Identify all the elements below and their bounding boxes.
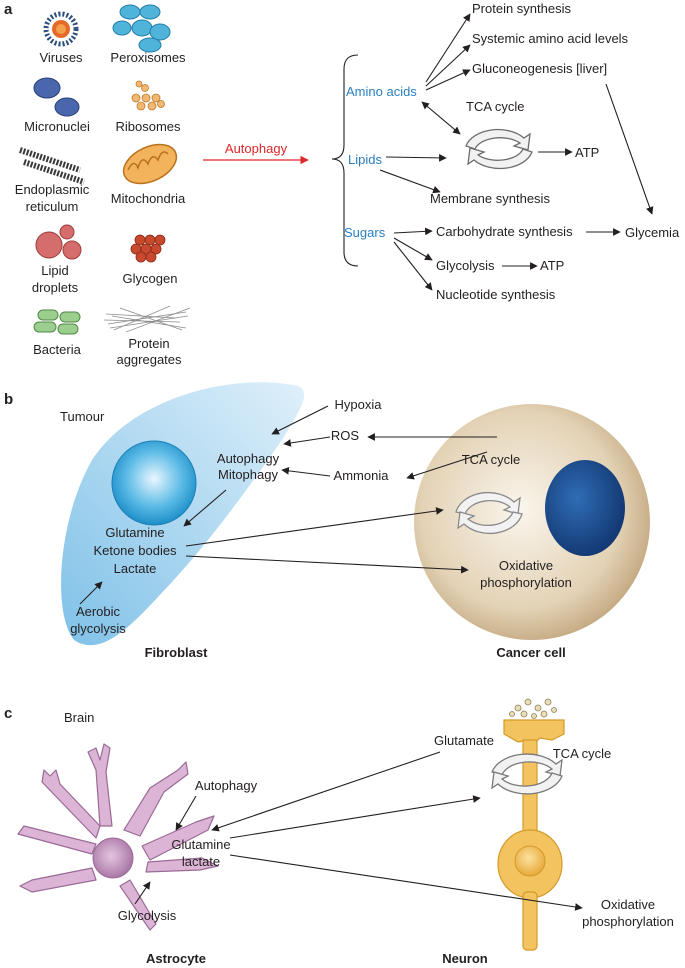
oxphos-label-c-2: phosphorylation (582, 914, 674, 929)
label-mitochondria: Mitochondria (111, 191, 186, 206)
panel-c-label: c (4, 705, 12, 722)
curly-brace (331, 54, 359, 267)
autophagy-label-b: Autophagy (217, 451, 280, 466)
label-viruses: Viruses (39, 50, 83, 65)
peroxisome-icon (112, 4, 171, 53)
glutamine-label-b: Glutamine (105, 525, 164, 540)
membrane-label: Membrane synthesis (430, 191, 550, 206)
protein-synthesis-label: Protein synthesis (472, 1, 571, 16)
label-protein-2: aggregates (116, 352, 182, 367)
label-glycogen: Glycogen (123, 271, 178, 286)
bacteria-icon (33, 309, 81, 335)
panel-a-label: a (4, 1, 13, 18)
ammonia-label: Ammonia (334, 468, 390, 483)
protein-aggregate-icon (103, 305, 191, 333)
micronuclei-icon (33, 77, 80, 117)
label-lipid-1: Lipid (41, 263, 68, 278)
fibroblast-nucleus (111, 440, 197, 526)
label-bacteria: Bacteria (33, 342, 81, 357)
oxphos-label-b-2: phosphorylation (480, 575, 572, 590)
panel-b-arrows (79, 405, 497, 605)
hypoxia-label: Hypoxia (335, 397, 383, 412)
astrocyte-nucleus (92, 837, 134, 879)
astrocyte-label: Astrocyte (146, 951, 206, 966)
label-ribosomes: Ribosomes (115, 119, 181, 134)
virus-icon (43, 11, 79, 47)
ribosome-icon (131, 80, 165, 111)
lactate-label-c: lactate (182, 854, 220, 869)
glycolysis-label-a: Glycolysis (436, 258, 495, 273)
brain-label: Brain (64, 710, 94, 725)
cancer-cell-label: Cancer cell (496, 645, 565, 660)
autophagy-label-c: Autophagy (195, 778, 258, 793)
astrocyte-shape (17, 743, 219, 931)
panel-b-label: b (4, 391, 13, 408)
glutamate-vesicles-icon (509, 698, 557, 719)
atp-label-1: ATP (575, 145, 599, 160)
oxphos-label-c-1: Oxidative (601, 897, 655, 912)
er-icon (19, 147, 85, 185)
panel-a-arrows (379, 13, 654, 291)
ketone-label: Ketone bodies (93, 543, 177, 558)
systemic-aa-label: Systemic amino acid levels (472, 31, 629, 46)
tca-cycle-icon-b (455, 491, 523, 535)
gluconeogenesis-label: Gluconeogenesis [liver] (472, 61, 607, 76)
neuron-label: Neuron (442, 951, 488, 966)
mitophagy-label-b: Mitophagy (218, 467, 278, 482)
oxphos-label-b-1: Oxidative (499, 558, 553, 573)
label-lipid-2: droplets (32, 280, 79, 295)
label-protein-1: Protein (128, 336, 169, 351)
aerobic-label-2: glycolysis (70, 621, 126, 636)
tca-cycle-icon-c (491, 753, 563, 795)
cancer-nucleus (545, 460, 625, 556)
autophagy-label: Autophagy (225, 141, 288, 156)
glutamine-label-c: Glutamine (171, 837, 230, 852)
neuron-nucleus (514, 845, 546, 877)
carb-label: Carbohydrate synthesis (436, 224, 573, 239)
glycogen-icon (130, 234, 166, 263)
glutamate-label: Glutamate (434, 733, 494, 748)
label-peroxisomes: Peroxisomes (110, 50, 186, 65)
lactate-label-b: Lactate (114, 561, 157, 576)
glycemia-label: Glycemia (625, 225, 680, 240)
glycolysis-label-c: Glycolysis (118, 908, 177, 923)
sugars-label: Sugars (344, 225, 386, 240)
label-micronuclei: Micronuclei (24, 119, 90, 134)
fibroblast-label: Fibroblast (145, 645, 209, 660)
nucleotide-label: Nucleotide synthesis (436, 287, 556, 302)
tca-cycle-icon-a (465, 128, 533, 170)
atp-label-2: ATP (540, 258, 564, 273)
label-er-2: reticulum (26, 199, 79, 214)
amino-acids-label: Amino acids (346, 84, 417, 99)
lipids-label: Lipids (348, 152, 382, 167)
label-er-1: Endoplasmic (15, 182, 90, 197)
ros-label: ROS (331, 428, 360, 443)
tca-label-b: TCA cycle (462, 452, 521, 467)
tca-label-c: TCA cycle (553, 746, 612, 761)
tumour-label: Tumour (60, 409, 105, 424)
tca-label-a: TCA cycle (466, 99, 525, 114)
aerobic-label-1: Aerobic (76, 604, 121, 619)
panel-c-arrows (134, 751, 583, 911)
mitochondria-icon (122, 143, 178, 185)
lipid-droplet-icon (35, 224, 82, 260)
